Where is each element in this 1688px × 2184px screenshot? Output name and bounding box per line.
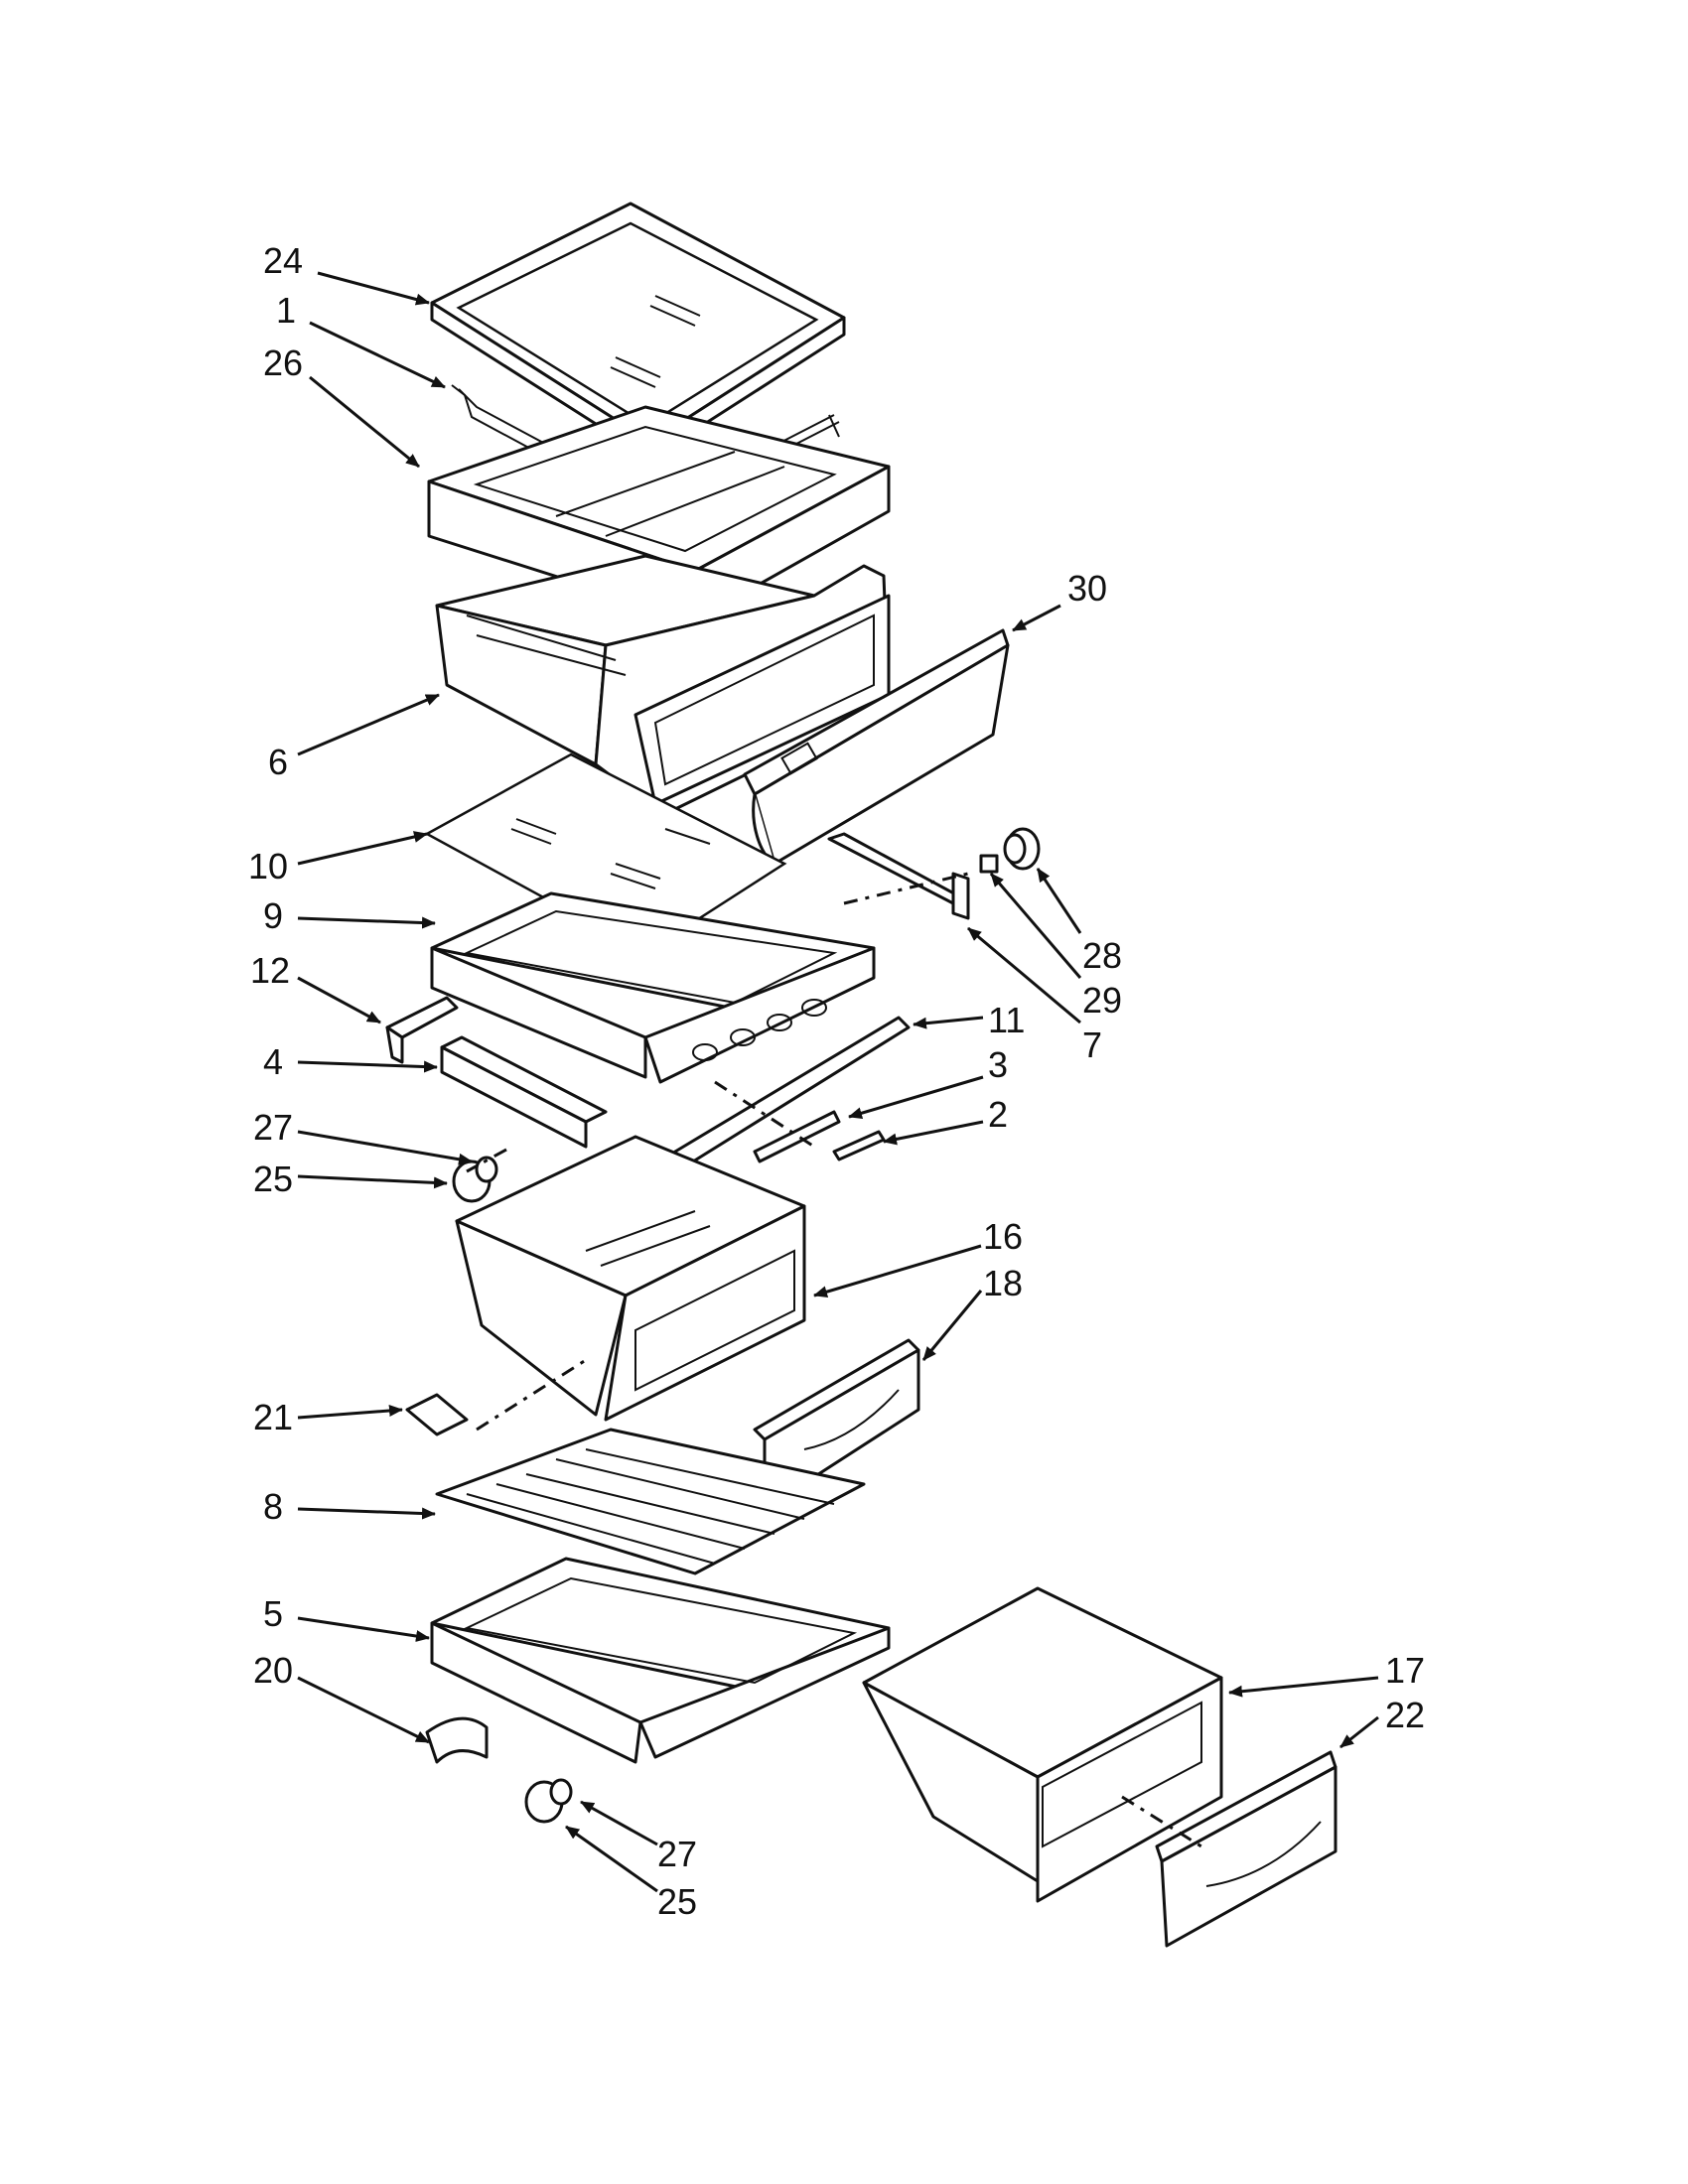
slide-rail	[827, 832, 970, 920]
callout-label: 22	[1385, 1695, 1425, 1735]
callout-label: 26	[263, 342, 303, 383]
shelf-frame-lower	[430, 1557, 891, 1764]
shelf-front-trim	[743, 628, 1010, 866]
callout-label: 25	[657, 1881, 697, 1922]
callout-label: 4	[263, 1041, 283, 1082]
callout-label: 5	[263, 1593, 283, 1634]
drawer-front-lower	[1155, 1750, 1337, 1948]
end-bracket	[425, 1716, 489, 1764]
callout-label: 29	[1082, 980, 1122, 1021]
callout-label: 1	[276, 290, 296, 331]
callout-label: 6	[268, 742, 288, 782]
callout-label: 25	[253, 1159, 293, 1199]
callout-label: 27	[657, 1834, 697, 1874]
callout-label: 28	[1082, 935, 1122, 976]
callout-label: 20	[253, 1650, 293, 1691]
pan-drawer	[435, 554, 891, 811]
callout-label: 11	[988, 1000, 1025, 1040]
callout-label: 9	[263, 895, 283, 936]
knob-screw	[979, 854, 999, 874]
leader-arrows	[297, 271, 1379, 1893]
humidity-slider	[753, 1110, 841, 1163]
callout-label: 27	[253, 1107, 293, 1148]
callout-label: 30	[1067, 568, 1107, 609]
crisper-drawer-lower	[862, 1586, 1223, 1903]
callout-label: 18	[983, 1263, 1023, 1303]
callout-label: 3	[988, 1044, 1008, 1085]
callout-label: 8	[263, 1486, 283, 1527]
front-rail	[440, 1035, 608, 1149]
control-knob	[1003, 827, 1041, 871]
callout-label: 21	[253, 1397, 293, 1437]
bumper-lower	[524, 1778, 573, 1824]
callout-label: 24	[263, 240, 303, 281]
callout-label: 7	[1082, 1024, 1102, 1065]
callout-label: 12	[250, 950, 290, 991]
shelf-end-cap	[385, 996, 459, 1064]
callout-label: 2	[988, 1094, 1008, 1135]
slider-clip	[832, 1130, 886, 1161]
callout-label: 17	[1385, 1650, 1425, 1691]
bumper-upper	[452, 1156, 498, 1203]
callout-labels: 24 1 26 30 6 10 9 28 29 7 12 11 4 3 2 27…	[248, 240, 1425, 1922]
wire-grid-shelf	[435, 1428, 866, 1575]
crisper-shelf-frame	[430, 891, 876, 1084]
callout-label: 16	[983, 1216, 1023, 1257]
crisper-drawer-upper	[455, 1135, 806, 1422]
drawer-clip	[405, 1393, 469, 1436]
callout-label: 10	[248, 846, 288, 887]
alignment-lines	[466, 872, 1202, 1848]
